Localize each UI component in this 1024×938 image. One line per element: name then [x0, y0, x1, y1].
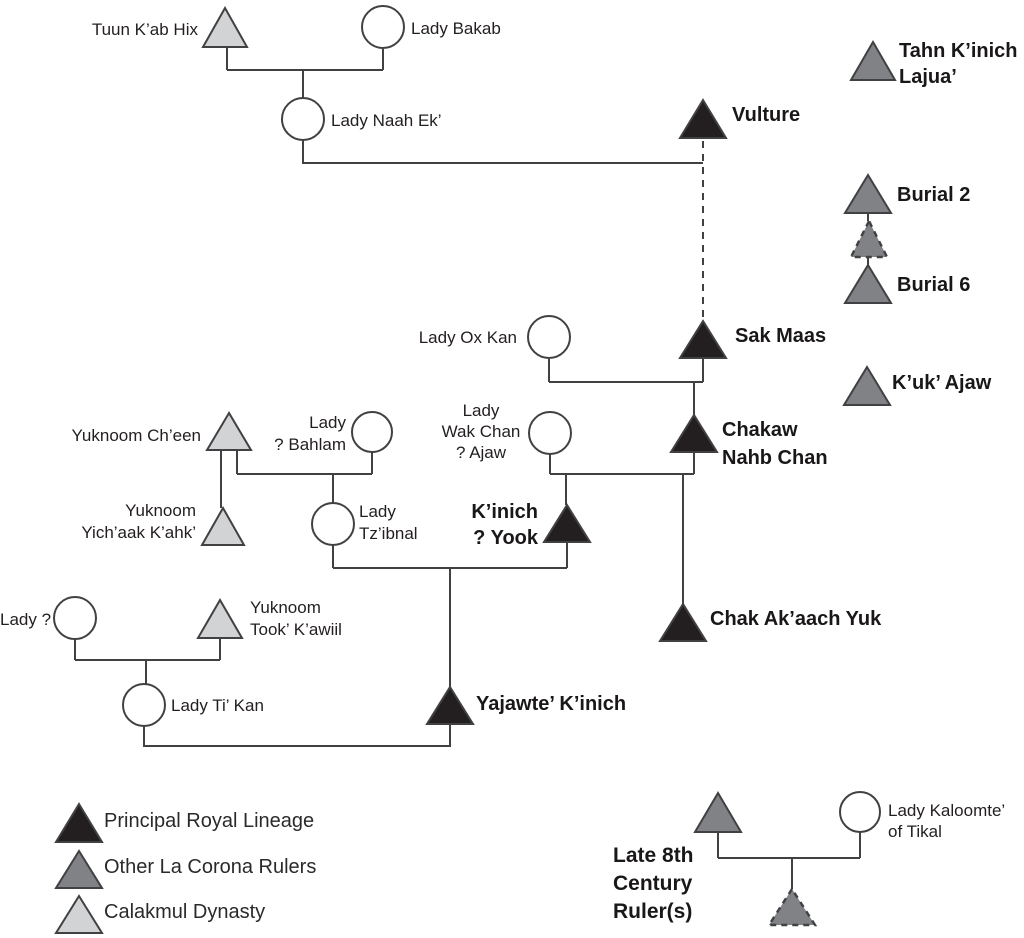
label-chak-akaach-yuk: Chak Ak’aach Yuk: [710, 608, 882, 630]
label-lady-ti-kan: Lady Ti’ Kan: [171, 696, 264, 715]
label-lady-tzibnal: Lady Tz’ibnal: [359, 502, 418, 543]
legend-swatch-calakmul-triangle: [54, 894, 104, 934]
person-lady-wak-chan-ajaw-circle: [528, 411, 572, 455]
person-burial-6-triangle: [843, 263, 893, 304]
label-vulture: Vulture: [732, 104, 801, 126]
person-unknown-child-dashed-triangle: [766, 886, 818, 927]
label-lady-wak-chan-ajaw: Lady Wak Chan ? Ajaw: [441, 401, 521, 462]
person-chakaw-nahb-chan-triangle: [669, 413, 719, 453]
person-lady-tzibnal-circle: [311, 502, 355, 546]
label-lady-bahlam: Lady ? Bahlam: [274, 413, 346, 454]
person-vulture-triangle: [678, 98, 728, 139]
label-yuknoom-took-kawiil: Yuknoom Took’ K’awiil: [250, 598, 342, 639]
person-lady-ti-kan-circle: [122, 683, 166, 727]
legend-swatches: [54, 802, 104, 934]
label-chakaw-nahb-chan: Chakaw Nahb Chan: [722, 419, 828, 469]
person-burial-2-triangle: [843, 173, 893, 214]
legend-label-other: Other La Corona Rulers: [104, 856, 317, 878]
person-yuknoom-cheen-triangle: [205, 411, 253, 451]
label-tuun-kab-hix: Tuun K’ab Hix: [91, 20, 198, 39]
person-tuun-kab-hix-triangle: [201, 5, 249, 48]
union-chakaw-wakchan-lines: [549, 452, 695, 604]
label-lady-naah-ek: Lady Naah Ek’: [331, 111, 442, 130]
person-sak-maas-triangle: [678, 319, 728, 359]
label-yajawte-kinich: Yajawte’ K’inich: [476, 693, 627, 715]
label-lady-bakab: Lady Bakab: [411, 19, 501, 38]
label-sak-maas: Sak Maas: [735, 325, 827, 347]
person-burial-unknown-dashed-triangle: [849, 218, 889, 259]
label-kinich-yook: K’inich ? Yook: [471, 501, 538, 549]
label-yuknoom-yichaak-kahk: Yuknoom Yich’aak K’ahk’: [81, 501, 196, 542]
legend-swatch-principal-triangle: [54, 802, 104, 843]
person-lady-bakab-circle: [361, 5, 405, 49]
legend-label-calakmul: Calakmul Dynasty: [104, 901, 266, 923]
person-yajawte-kinich-triangle: [425, 685, 475, 725]
person-late-8th-century-rulers-triangle: [693, 791, 743, 833]
union-cheen-bahlam-lines: [220, 450, 373, 508]
union-sakmaas-oxkan-lines: [548, 358, 704, 415]
person-shapes: [53, 5, 897, 927]
person-lady-kaloomte-of-tikal-circle: [839, 791, 881, 833]
union-yook-tzibnal-lines: [332, 542, 568, 687]
person-lady-naah-ek-circle: [281, 97, 325, 141]
label-burial-2: Burial 2: [897, 184, 971, 206]
person-kuk-ajaw-triangle: [842, 365, 892, 406]
connector-lines: [74, 47, 869, 889]
person-chak-akaach-yuk-triangle: [658, 602, 708, 642]
union-late8th-kaloomte-lines: [717, 832, 861, 889]
person-lady-bahlam-circle: [351, 411, 393, 453]
union-tuun-bakab-lines: [226, 47, 384, 98]
person-yuknoom-yichaak-kahk-triangle: [200, 505, 246, 546]
legend-label-principal: Principal Royal Lineage: [104, 810, 315, 832]
label-lady-unknown: Lady ?: [0, 610, 52, 629]
label-yuknoom-cheen: Yuknoom Ch’een: [71, 426, 201, 445]
person-kinich-yook-triangle: [542, 503, 592, 543]
union-ladyq-took-lines: [74, 638, 221, 684]
label-lady-kaloomte-of-tikal: Lady Kaloomte’ of Tikal: [888, 801, 1006, 841]
person-lady-ox-kan-circle: [527, 315, 571, 359]
label-late-8th-century-rulers: Late 8th Century Ruler(s): [613, 844, 694, 923]
label-kuk-ajaw: K’uk’ Ajaw: [892, 372, 992, 394]
label-burial-6: Burial 6: [897, 274, 971, 296]
person-yuknoom-took-kawiil-triangle: [196, 598, 244, 639]
union-naahek-vulture-line: [302, 140, 703, 164]
union-tikan-yajawte-lines: [143, 724, 451, 747]
label-tahn-kinich-lajua: Tahn K’inich Lajua’: [899, 40, 1018, 88]
label-lady-ox-kan: Lady Ox Kan: [418, 328, 517, 347]
legend-swatch-other-triangle: [54, 849, 104, 889]
person-tahn-kinich-lajua-triangle: [849, 40, 897, 81]
person-lady-unknown-circle: [53, 596, 97, 640]
